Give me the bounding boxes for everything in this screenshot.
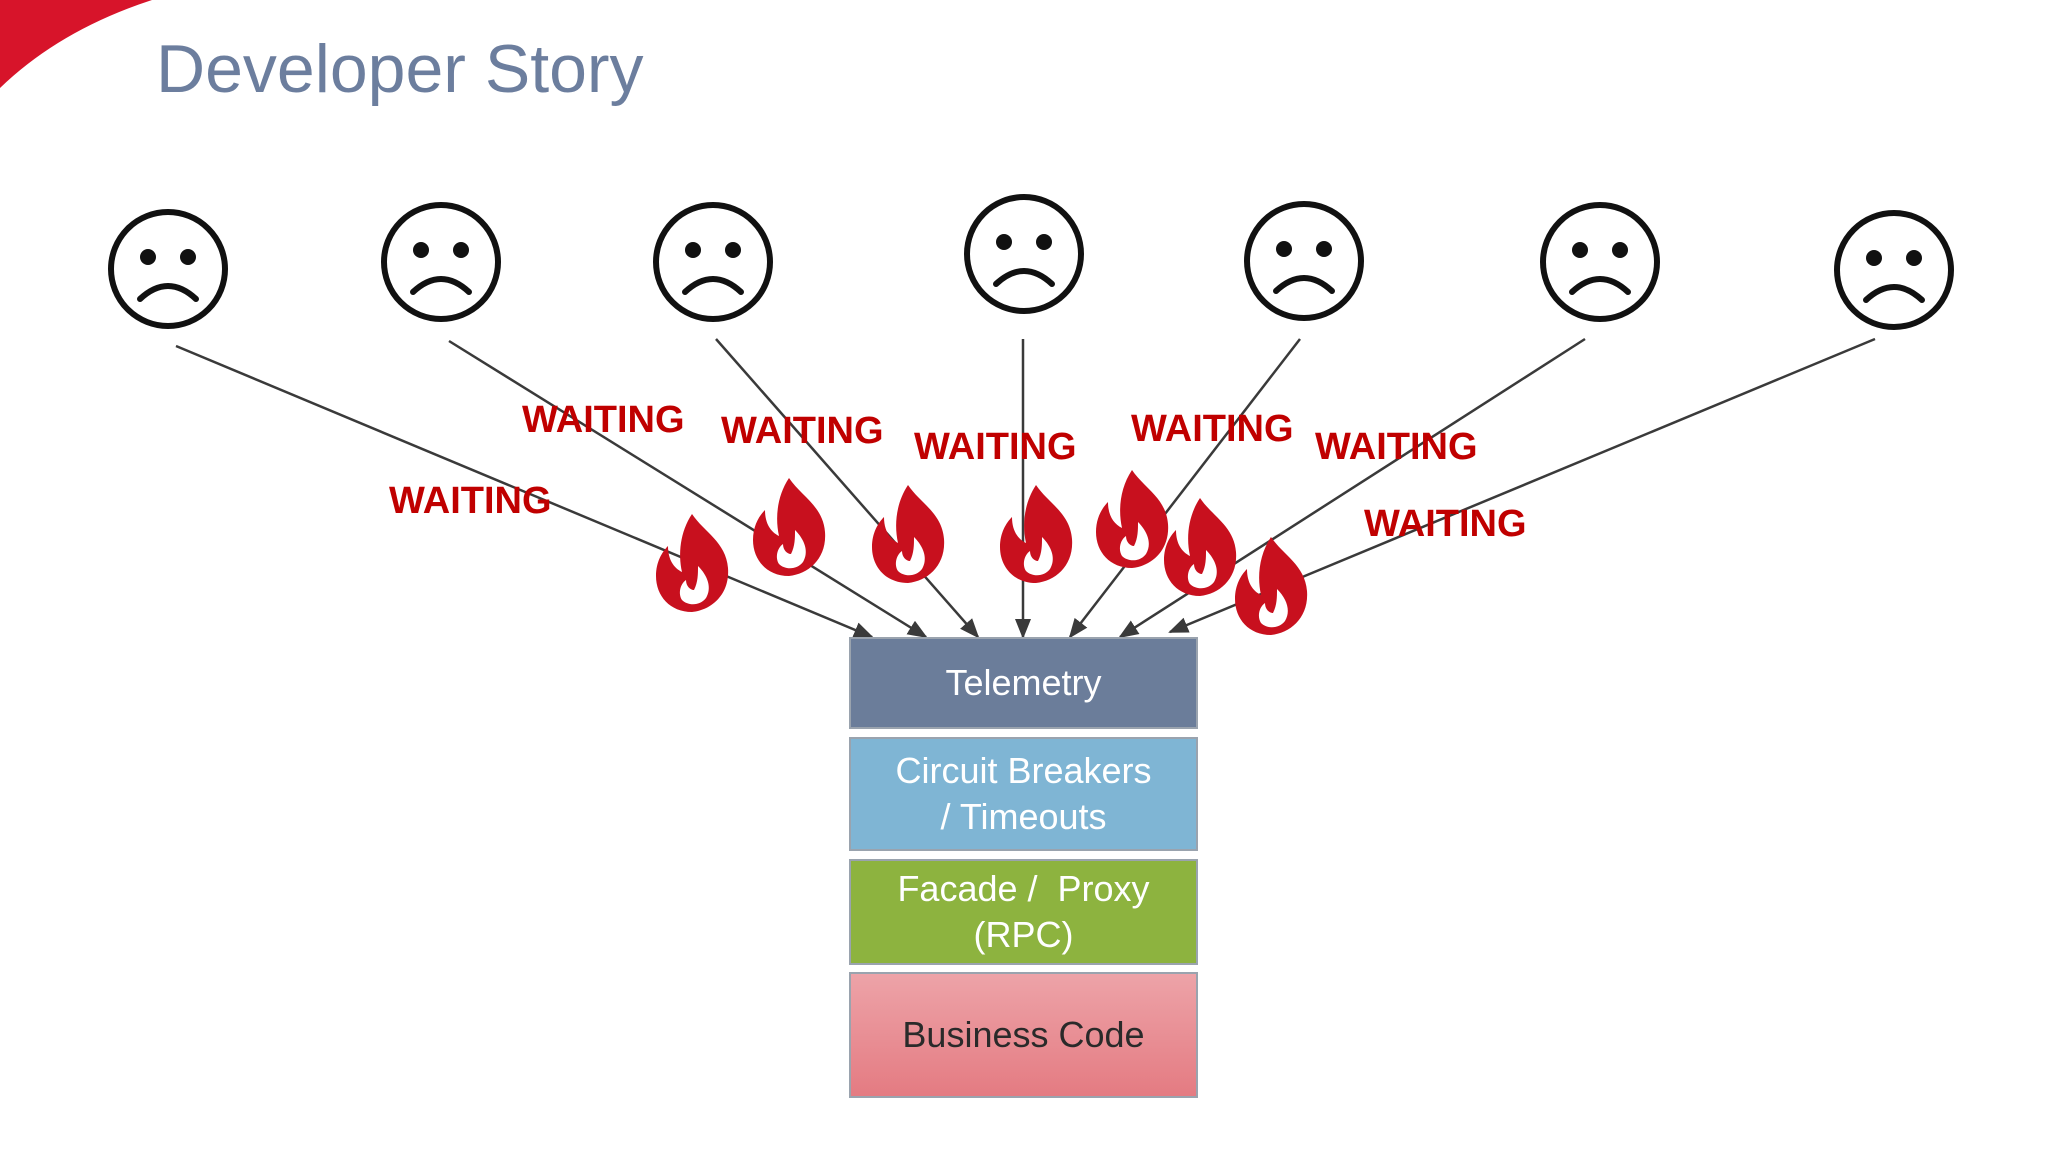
fire-icon xyxy=(1000,485,1073,583)
sad-face-icon xyxy=(967,197,1081,311)
facade-proxy-layer: Facade / Proxy (RPC) xyxy=(849,859,1198,965)
sad-face-icon xyxy=(384,205,498,319)
waiting-label: WAITING xyxy=(914,426,1077,468)
corner-accent xyxy=(0,0,152,88)
telemetry-layer: Telemetry xyxy=(849,637,1198,729)
developers xyxy=(111,197,1951,327)
flames xyxy=(656,470,1308,635)
slide-title: Developer Story xyxy=(156,31,644,107)
business-code-label: Business Code xyxy=(902,1014,1145,1055)
fire-icon xyxy=(872,485,945,583)
sad-face-icon xyxy=(656,205,770,319)
waiting-label: WAITING xyxy=(1364,503,1527,545)
sad-face-icon xyxy=(111,212,225,326)
circuit-breakers-label-line2: / Timeouts xyxy=(940,796,1107,837)
facade-label-line1: Facade / Proxy xyxy=(897,868,1150,909)
fire-icon xyxy=(1164,498,1237,596)
telemetry-label: Telemetry xyxy=(945,662,1102,703)
waiting-label: WAITING xyxy=(721,410,884,452)
sad-face-icon xyxy=(1837,213,1951,327)
facade-label-line2: (RPC) xyxy=(973,914,1074,955)
fire-icon xyxy=(753,478,826,576)
fire-icon xyxy=(656,514,729,612)
waiting-labels: WAITING WAITING WAITING WAITING WAITING … xyxy=(389,399,1527,545)
fire-icon xyxy=(1096,470,1169,568)
business-code-layer: Business Code xyxy=(849,972,1198,1098)
request-arrow xyxy=(1068,338,1301,639)
waiting-label: WAITING xyxy=(522,399,685,441)
request-arrow xyxy=(715,338,980,639)
fire-icon xyxy=(1235,537,1308,635)
sad-face-icon xyxy=(1543,205,1657,319)
waiting-label: WAITING xyxy=(1131,408,1294,450)
waiting-label: WAITING xyxy=(389,480,552,522)
sad-face-icon xyxy=(1247,204,1361,318)
request-arrow xyxy=(448,339,928,639)
circuit-breakers-layer: Circuit Breakers / Timeouts xyxy=(849,737,1198,851)
waiting-label: WAITING xyxy=(1315,426,1478,468)
circuit-breakers-label-line1: Circuit Breakers xyxy=(895,750,1152,791)
request-arrow xyxy=(175,344,874,639)
